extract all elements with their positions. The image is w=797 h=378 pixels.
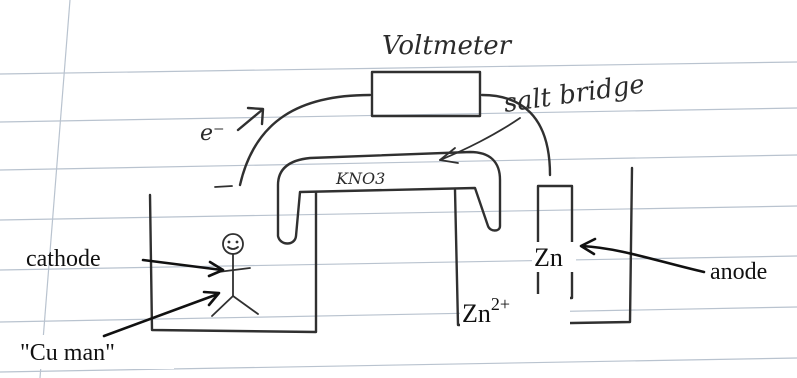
cu-man-arrowhead [202, 290, 221, 307]
ruled-line [0, 255, 797, 271]
margin-line [39, 0, 71, 378]
salt-label: KNO3 [335, 169, 385, 188]
cu-man-eye [227, 240, 231, 244]
electron-label: e⁻ [200, 121, 225, 146]
anode-arrow [580, 244, 706, 274]
zn-ion-base: Zn [462, 299, 491, 328]
voltmeter-label: Voltmeter [382, 31, 513, 61]
ruled-line [0, 61, 797, 75]
electron-arrowhead [246, 106, 265, 126]
zn-ion-label-bg [460, 294, 570, 330]
cathode-beaker [148, 190, 318, 334]
ruled-line [0, 357, 797, 373]
anode-label: anode [710, 259, 767, 285]
wire-right [480, 93, 552, 177]
ruled-line [0, 154, 797, 171]
cu-man-label-bg [16, 335, 174, 369]
cu-man-arrow [102, 292, 220, 338]
zn-ion-label: Zn2+ [462, 294, 510, 328]
voltmeter-box [370, 70, 482, 118]
cu-man-label: "Cu man" [20, 340, 115, 366]
wire-left [238, 93, 372, 187]
salt-bridge-pointer [439, 117, 521, 161]
cathode-beaker-rim [214, 185, 233, 188]
ruled-line [0, 306, 797, 323]
zn-label: Zn [534, 243, 563, 272]
ruled-line [0, 205, 797, 221]
cathode-label: cathode [26, 246, 101, 272]
cu-man-smile [227, 246, 239, 250]
cathode-arrowhead [207, 260, 225, 278]
cu-man-legs [211, 295, 259, 317]
zn-label-bg [532, 242, 576, 272]
cu-man-eye [235, 240, 239, 244]
cu-man-figure [211, 233, 259, 317]
anode-arrowhead [579, 237, 597, 256]
electron-arrow [236, 108, 264, 132]
salt-bridge-tube [276, 150, 502, 245]
cathode-arrow [141, 258, 224, 272]
zn-ion-charge: 2+ [491, 294, 510, 314]
cu-man-head [222, 233, 244, 255]
cu-man-arms [217, 267, 251, 273]
